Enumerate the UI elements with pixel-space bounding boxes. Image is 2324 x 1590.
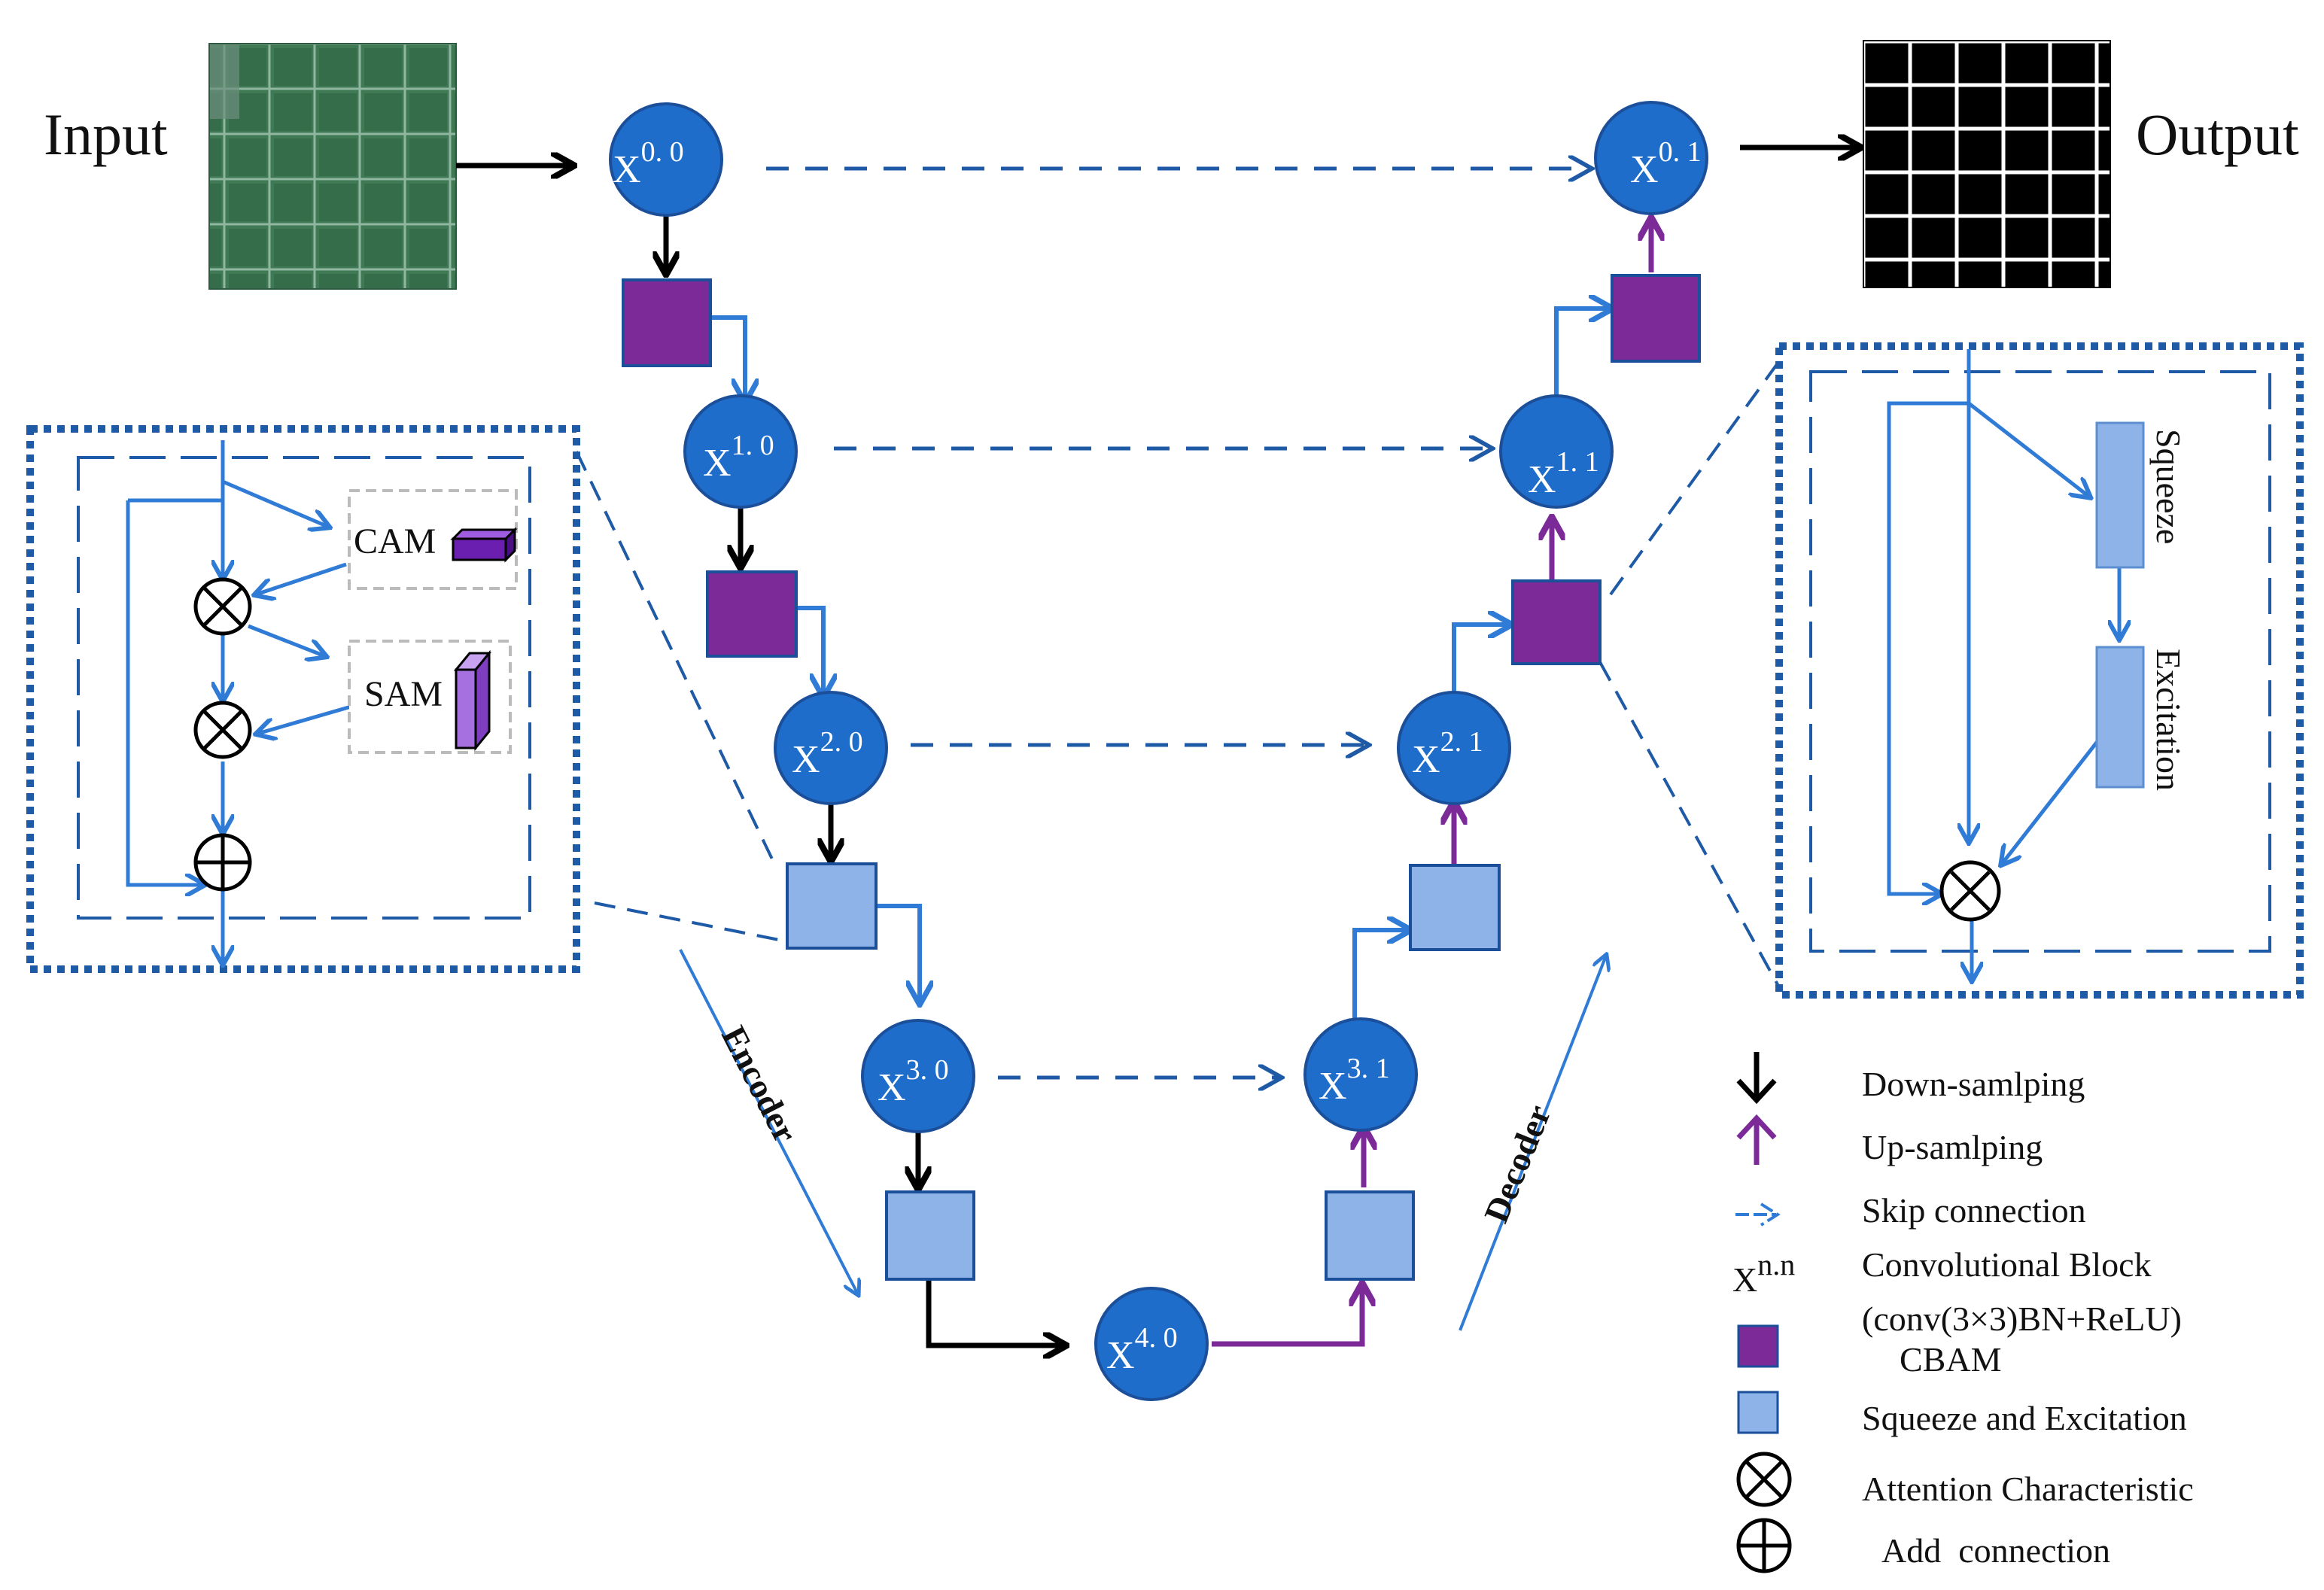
node-x21: X2. 1 [1397,691,1511,805]
se-block-enc-3 [885,1190,975,1281]
blue-connectors [710,309,1611,1029]
se-block-dec-2 [1409,864,1501,951]
legend-up-icon [1736,1114,1777,1165]
node-x10: X1. 0 [683,394,798,509]
skip-connections [766,169,1589,1078]
legend-add-label: Add connection [1881,1531,2110,1570]
cbam-multiply-icon-1 [193,577,252,636]
node-x40: X4. 0 [1094,1287,1209,1401]
excitation-block [2095,646,2145,789]
legend-down-icon [1736,1052,1777,1105]
svg-text:X0. 0: X0. 0 [613,136,684,191]
svg-text:X4. 0: X4. 0 [1106,1322,1178,1377]
svg-text:X1. 1: X1. 1 [1528,446,1599,501]
node-x20: X2. 0 [774,691,888,805]
squeeze-block [2095,421,2145,569]
squeeze-label: Squeeze [2149,429,2188,544]
cbam-detail-panel [26,425,580,973]
se-block-enc-2 [786,862,878,950]
cbam-zoom-connector-top [575,451,777,866]
cbam-detail-flow [126,440,354,963]
se-block-dec-3 [1325,1190,1415,1281]
cbam-multiply-icon-2 [193,701,252,759]
svg-text:X1. 0: X1. 0 [703,430,774,485]
legend-cbam-label: CBAM [1900,1340,2001,1379]
legend-cbam-icon [1737,1324,1779,1368]
encoder-direction-arrow [679,949,858,1294]
node-x11: X1. 1 [1499,394,1614,509]
se-detail-flow [1887,349,2119,980]
se-multiply-icon [1939,860,2001,922]
encoder-label: Encoder [714,1020,805,1148]
legend-attention-icon [1736,1452,1792,1507]
svg-text:X3. 1: X3. 1 [1319,1053,1390,1108]
output-segmentation-mask [1863,40,2111,288]
se-zoom-connector-top [1609,360,1781,596]
legend-se-label: Squeeze and Excitation [1862,1399,2187,1437]
node-x30: X3. 0 [861,1019,975,1133]
decoder-direction-arrow [1459,956,1606,1331]
cam-box: CAM [348,489,518,590]
legend: Down-samlping Up-samlping Skip connectio… [1732,1052,2194,1573]
svg-text:X0. 1: X0. 1 [1630,136,1702,191]
legend-up-label: Up-samlping [1862,1128,2043,1166]
legend-attention-label: Attention Characteristic [1862,1470,2194,1508]
node-x01: X0. 1 [1594,101,1708,215]
purple-arrows [1212,220,1651,1347]
input-satellite-image [208,43,457,290]
legend-down-label: Down-samlping [1862,1065,2085,1103]
sam-box: SAM [348,640,512,754]
legend-skip-icon [1735,1202,1781,1227]
cbam-block-dec-1 [1511,579,1602,665]
cbam-zoom-connector-bottom [594,901,791,944]
sam-label: SAM [364,674,443,714]
legend-conv-symbol: Xn.n [1732,1248,1795,1299]
output-label: Output [2136,102,2299,167]
node-x00: X0. 0 [609,102,723,217]
legend-se-icon [1737,1391,1779,1434]
excitation-label: Excitation [2149,649,2188,791]
input-label: Input [44,102,168,167]
cam-label: CAM [354,521,436,561]
node-x31: X3. 1 [1303,1017,1418,1132]
cbam-block-enc-1 [706,570,798,658]
cbam-block-dec-0 [1611,274,1701,363]
cbam-add-icon [193,833,252,892]
legend-conv-line1: Convolutional Block [1862,1245,2152,1284]
decoder-label: Decoder [1477,1099,1559,1228]
legend-add-icon [1736,1518,1792,1573]
sam-slab-icon [453,649,492,752]
svg-text:X3. 0: X3. 0 [878,1054,949,1109]
se-zoom-connector-bottom [1599,661,1781,988]
cam-cuboid-icon [450,527,518,563]
svg-text:X2. 1: X2. 1 [1412,726,1483,781]
svg-text:X2. 0: X2. 0 [792,726,863,781]
se-detail-panel [1775,342,2304,999]
legend-conv-line2: (conv(3×3)BN+ReLU) [1862,1300,2182,1338]
legend-skip-label: Skip connection [1862,1191,2086,1230]
cbam-block-enc-0 [622,278,712,367]
